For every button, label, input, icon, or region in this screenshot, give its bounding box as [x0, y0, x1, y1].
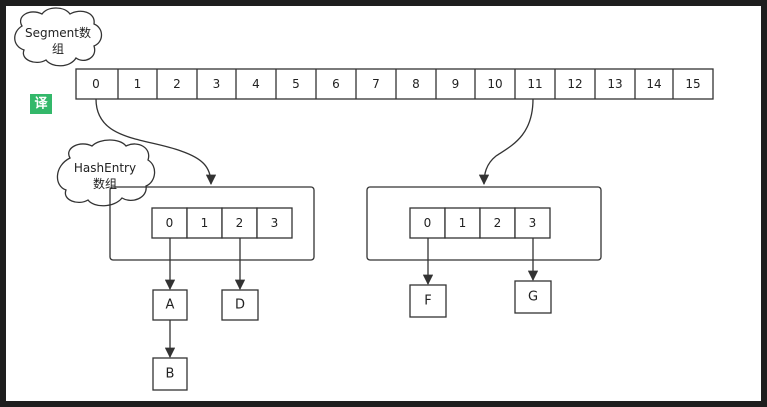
node-A-label: A: [166, 298, 175, 313]
segment-0-arrow: [95, 98, 217, 186]
translate-badge[interactable]: 译: [30, 94, 52, 114]
cloud-shape: [14, 7, 103, 67]
node-D-box: [221, 289, 259, 321]
segment-cell-10: 10: [474, 69, 503, 99]
node-G: G: [514, 280, 552, 314]
node-A-box: [152, 289, 188, 321]
right-cell-2: 2: [479, 207, 516, 239]
segment-cell-14: 14: [634, 69, 662, 99]
right-cell-label: 3: [529, 216, 537, 230]
segment-11-container: [366, 186, 602, 261]
segment-array-cloud: Segment数 组: [14, 7, 103, 67]
right-cell-box: [409, 207, 446, 239]
left-cell-box: [151, 207, 188, 239]
segment-cell-label: 11: [527, 77, 542, 91]
node-G-box: [514, 280, 552, 314]
hashentry-cloud-line2: 数组: [93, 176, 117, 191]
segment-cell-label: 7: [372, 77, 380, 91]
segment-cell-label: 13: [607, 77, 622, 91]
right-cell-0: 0: [409, 207, 446, 239]
cloud-shape: [56, 139, 156, 207]
right-cell-label: 2: [494, 216, 502, 230]
segment-array-border: [75, 68, 714, 100]
segment-cloud-line2: 组: [52, 42, 64, 56]
left-cell-label: 3: [271, 216, 279, 230]
node-F: F: [409, 284, 447, 318]
segment-11-arrow: [478, 98, 534, 186]
segment-cell-label: 0: [92, 77, 100, 91]
left-cell-box: [256, 207, 293, 239]
left-cell-3: 3: [256, 207, 293, 239]
right-cell-box: [514, 207, 551, 239]
right-cell-label: 0: [424, 216, 432, 230]
node-D-label: D: [235, 298, 245, 313]
right-hashentry-array: 0 1 2 3: [409, 207, 551, 239]
left-cell-label: 2: [236, 216, 244, 230]
translate-badge-bg: [30, 94, 52, 114]
segment-cloud-line1: Segment数: [25, 25, 91, 40]
segment-cell-label: 2: [173, 77, 181, 91]
segment-cell-label: 8: [412, 77, 420, 91]
left-cell-0: 0: [151, 207, 188, 239]
node-B-label: B: [166, 367, 175, 382]
hashentry-array-cloud: HashEntry 数组: [56, 139, 156, 207]
segment-cell-3: 3: [196, 69, 221, 99]
segment-cell-0: 0: [92, 77, 100, 91]
segment-cell-label: 5: [292, 77, 300, 91]
right-cell-3: 3: [514, 207, 551, 239]
segment-cell-1: 1: [117, 69, 142, 99]
segment-cell-label: 10: [487, 77, 502, 91]
hashentry-cloud-line1: HashEntry: [74, 161, 136, 175]
right-cell-box: [479, 207, 516, 239]
right-cell-1: 1: [444, 207, 481, 239]
segment-cell-label: 3: [213, 77, 221, 91]
segment-cell-5: 5: [275, 69, 300, 99]
node-D: D: [221, 289, 259, 321]
segment-cell-4: 4: [235, 69, 260, 99]
segment-cell-6: 6: [315, 69, 340, 99]
node-G-label: G: [528, 290, 538, 305]
segment-cell-label: 12: [567, 77, 582, 91]
segment-0-container: [109, 186, 315, 261]
segment-cell-11: 11: [514, 69, 543, 99]
node-F-label: F: [424, 294, 431, 309]
left-cell-label: 0: [166, 216, 174, 230]
segment-cell-label: 1: [134, 77, 142, 91]
segment-cell-13: 13: [594, 69, 623, 99]
segment-cell-12: 12: [554, 69, 583, 99]
left-cell-2: 2: [221, 207, 258, 239]
segment-cell-7: 7: [355, 69, 380, 99]
node-B-box: [152, 357, 188, 391]
node-B: B: [152, 357, 188, 391]
node-F-box: [409, 284, 447, 318]
segment-cell-9: 9: [435, 69, 460, 99]
left-hashentry-array: 0 1 2 3: [151, 207, 293, 239]
segment-cell-label: 4: [252, 77, 260, 91]
left-cell-1: 1: [186, 207, 223, 239]
segment-cell-2: 2: [156, 69, 181, 99]
translate-icon[interactable]: 译: [34, 97, 48, 112]
segment-cell-15: 15: [672, 69, 701, 99]
segment-cell-label: 15: [685, 77, 700, 91]
right-cell-label: 1: [459, 216, 467, 230]
segment-cell-label: 6: [332, 77, 340, 91]
left-cell-box: [186, 207, 223, 239]
segment-cell-8: 8: [395, 69, 420, 99]
left-cell-label: 1: [201, 216, 209, 230]
segment-cell-label: 14: [646, 77, 661, 91]
segment-cell-label: 9: [452, 77, 460, 91]
node-A: A: [152, 289, 188, 321]
